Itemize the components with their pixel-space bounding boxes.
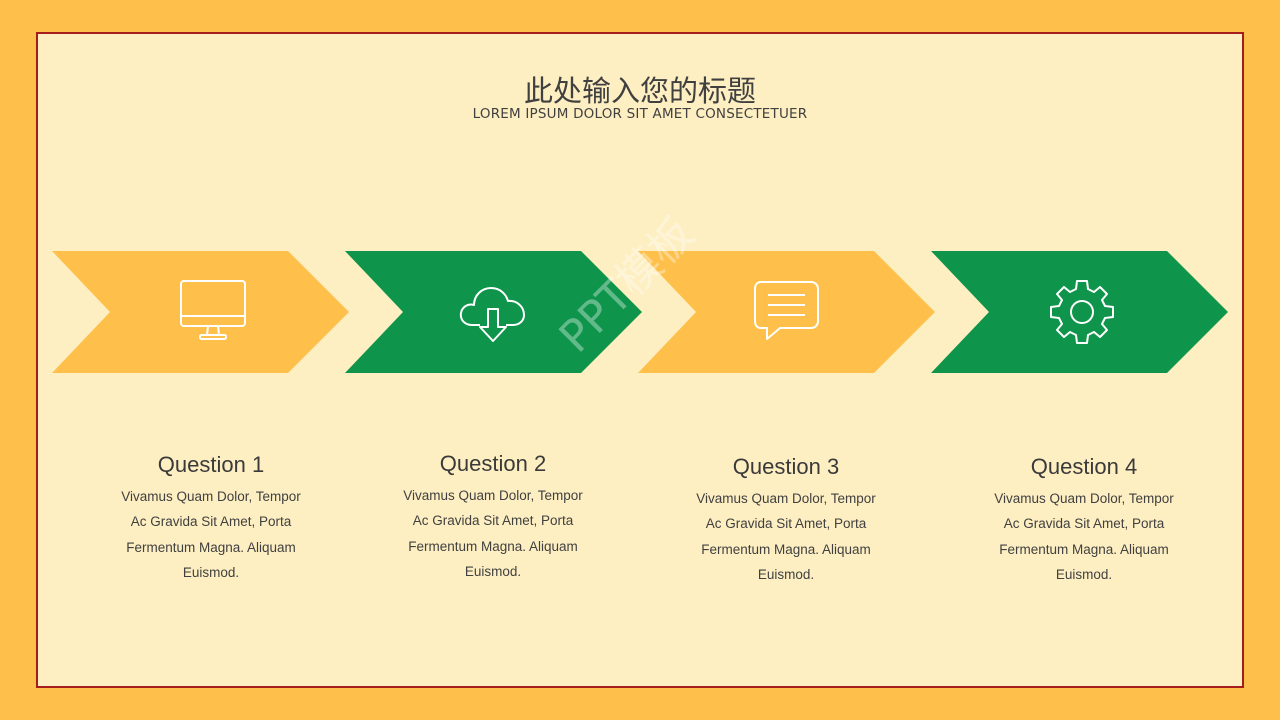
step-1-arrow xyxy=(52,251,350,373)
gear-icon xyxy=(1050,280,1114,344)
step-3-arrow xyxy=(638,251,936,373)
step-1-description: Vivamus Quam Dolor, Tempor Ac Gravida Si… xyxy=(121,489,301,580)
page-title: 此处输入您的标题 xyxy=(523,74,756,108)
monitor-icon xyxy=(180,280,246,340)
step-3-title: Question 3 xyxy=(732,454,840,479)
step-2-arrow xyxy=(345,251,643,373)
step-4-title: Question 4 xyxy=(1030,454,1138,479)
step-2-description: Vivamus Quam Dolor, Tempor Ac Gravida Si… xyxy=(403,488,583,579)
chevron-shape xyxy=(52,251,349,373)
step-2-title: Question 2 xyxy=(439,451,547,476)
chevron-shape xyxy=(638,251,935,373)
step-4-arrow xyxy=(931,251,1229,373)
step-3-description: Vivamus Quam Dolor, Tempor Ac Gravida Si… xyxy=(696,491,876,582)
page-subtitle: LOREM IPSUM DOLOR SIT AMET CONSECTETUER xyxy=(472,106,808,122)
cloud-download-icon xyxy=(459,287,525,342)
chevron-shape xyxy=(345,251,642,373)
step-4-description: Vivamus Quam Dolor, Tempor Ac Gravida Si… xyxy=(994,491,1174,582)
step-1-title: Question 1 xyxy=(157,452,265,477)
chevron-shape xyxy=(931,251,1228,373)
chat-bubble-icon xyxy=(754,281,819,340)
